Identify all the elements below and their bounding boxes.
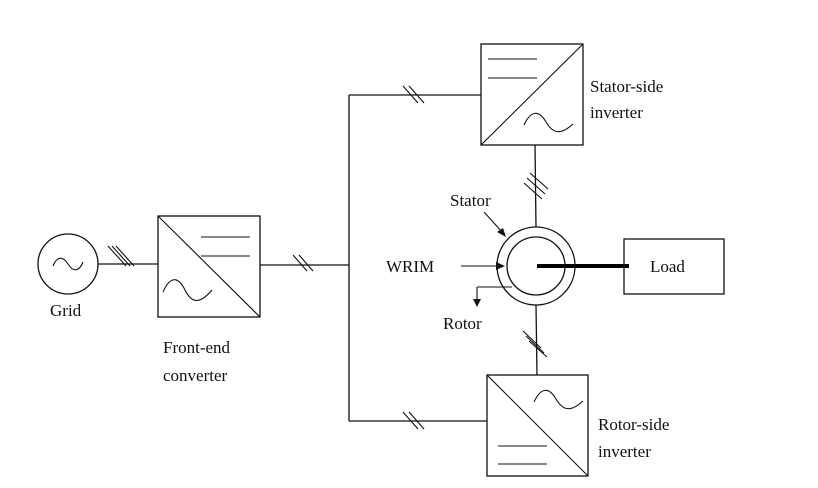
sine-wave-icon [162,279,213,302]
stator-inverter-label-line2: inverter [590,103,643,122]
stator-inverter-label-line1: Stator-side [590,77,663,96]
front-end-label-line2: converter [163,366,228,385]
stator-inverter-to-machine-link [523,144,549,228]
stator-side-inverter: Stator-side inverter [480,43,663,146]
wrim-label: WRIM [386,257,434,276]
rotor-inverter-label-line1: Rotor-side [598,415,669,434]
arrow-head-icon [497,228,506,237]
sine-wave-icon [523,112,574,133]
load: Load [623,238,725,295]
arrow-head-icon [496,262,505,270]
load-label: Load [650,257,685,276]
converter-box [157,215,261,318]
phase-tick [298,254,314,272]
rotor-label: Rotor [443,314,482,333]
phase-tick [525,335,545,354]
converter-diagonal [157,215,261,318]
front-end-label-line1: Front-end [163,338,231,357]
bus-to-stator-inverter-link [349,85,481,104]
front-end-to-bus-link [260,254,349,272]
phase-tick [292,254,308,272]
stator-label: Stator [450,191,491,210]
phase-tick [107,245,127,267]
phase-tick [402,85,419,104]
bus-to-rotor-inverter-link [349,411,487,430]
machine-to-rotor-inverter-link [522,304,548,376]
phase-tick [528,340,548,358]
load-box [623,238,725,295]
phase-tick [529,172,549,190]
phase-tick [115,245,135,267]
grid-label: Grid [50,301,82,320]
phase-tick [402,411,419,430]
phase-tick [526,177,546,195]
inverter-diagonal [486,374,589,477]
phase-tick [408,85,425,104]
phase-tick [111,245,131,267]
inverter-box [486,374,589,477]
inverter-box [480,43,584,146]
rotor-inverter-label-line2: inverter [598,442,651,461]
sine-wave-icon [52,257,84,271]
phase-tick [523,182,543,200]
inverter-diagonal [480,43,584,146]
arrow-head-icon [473,299,481,307]
wrim-machine: Stator WRIM Rotor [386,191,629,333]
rotor-side-inverter: Rotor-side inverter [486,374,669,477]
sine-wave-icon [533,389,584,410]
grid-source: Grid [37,233,99,320]
grid-to-front-end-link [98,245,158,267]
front-end-converter: Front-end converter [157,215,261,385]
stator-arrow-line [483,211,504,234]
phase-tick [522,330,542,349]
phase-tick [408,411,425,430]
